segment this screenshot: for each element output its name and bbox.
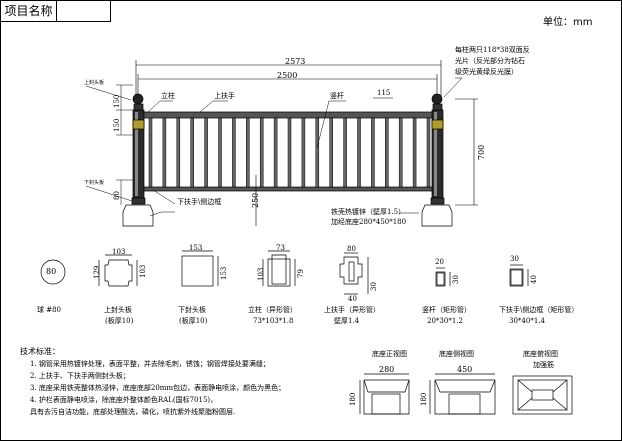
section-picket-sub: 20*30*1.2 xyxy=(427,317,463,325)
picket xyxy=(343,117,347,188)
section-botrail-label: 下扶手\侧边框（矩形管） xyxy=(499,306,579,314)
base-front-title: 底座正视图 xyxy=(372,350,407,358)
section-post-dim-w: 73 xyxy=(276,244,285,252)
section-ball-label: 球 #80 xyxy=(37,306,61,314)
tech-note-5: 具有去污自洁功能，底部处理酸洗，磷化，喷抗紫外线聚脂粉圆层. xyxy=(30,408,236,416)
section-picket-dim-h: 30 xyxy=(452,275,460,284)
label-post: 立柱 xyxy=(161,92,175,100)
base-views xyxy=(359,373,573,415)
picket xyxy=(218,117,222,188)
section-picket-dim-w: 20 xyxy=(435,258,444,266)
picket xyxy=(148,117,153,188)
project-name-label: 项目名称 xyxy=(1,1,57,21)
height-dimension xyxy=(455,98,478,206)
rails xyxy=(143,111,433,192)
section-toprail-dim-w: 80 xyxy=(347,245,356,253)
dim-picket-spacing: 115 xyxy=(377,89,391,97)
section-topcap-sub: (板厚10) xyxy=(105,317,134,325)
dim-left-150b: 150 xyxy=(113,118,121,132)
overall-dimension-lines xyxy=(135,60,442,100)
label-bottom-cap: 下封头板 xyxy=(84,180,105,186)
reflector-note-line1: 每柱两只118*38双面反 xyxy=(455,46,530,54)
picket xyxy=(232,117,236,188)
picket xyxy=(273,117,278,188)
dim-height: 700 xyxy=(477,144,486,160)
picket xyxy=(426,117,431,188)
section-botcap-label: 下封头板 xyxy=(178,306,206,314)
picket xyxy=(204,117,208,188)
label-picket: 竖杆 xyxy=(330,92,344,100)
label-top-rail: 上扶手 xyxy=(214,92,235,100)
picket xyxy=(412,117,417,188)
picket xyxy=(246,117,250,188)
section-botrail-dim-w: 30 xyxy=(510,255,519,263)
leader-lines xyxy=(147,77,463,217)
picket xyxy=(371,117,375,188)
section-post-sub: 73*103*1.8 xyxy=(253,317,294,325)
section-topcap-label: 上封头板 xyxy=(104,306,132,314)
left-post xyxy=(122,93,154,227)
base-front-height: 180 xyxy=(349,392,357,406)
base-top-title: 底座俯视图 xyxy=(523,350,558,358)
tech-note-3: 3. 底座采用铁壳整体热浸锌，底座底部20mm包边，表面静电喷涂，颜色为黑色； xyxy=(30,384,286,392)
base-side-title: 底座侧视图 xyxy=(439,350,474,358)
reflector-note-line3: 级荧光黄绿反光膜） xyxy=(455,68,518,76)
dim-post-spacing: 2500 xyxy=(277,71,298,80)
section-post-dim-h: 103 xyxy=(257,267,265,281)
dim-left-150a: 150 xyxy=(113,94,121,108)
section-ball-dim: 80 xyxy=(46,267,57,276)
section-toprail-label: 上扶手（异形管） xyxy=(324,306,380,314)
tech-note-1: 1. 钢管采用热镀锌处理，表面平整，并去除毛刺，锈蚀；钢管焊接处要满缝； xyxy=(30,360,270,368)
tech-note-2: 2. 上扶手、下扶手两侧封头板； xyxy=(30,372,130,380)
section-botrail-dim-h: 40 xyxy=(530,275,538,284)
tech-notes-heading: 技术标准： xyxy=(20,347,60,356)
label-bottom-rail: 下扶手\侧边框 xyxy=(177,198,222,206)
section-post-label: 立柱（异形管） xyxy=(248,306,297,314)
section-toprail-dim-h: 30 xyxy=(370,282,378,291)
section-topcap-dim-h2: 103 xyxy=(139,264,147,278)
left-dimensions xyxy=(85,84,133,205)
dim-left-80: 80 xyxy=(113,191,121,200)
base-top-note: 加强筋 xyxy=(533,361,554,369)
picket xyxy=(287,117,292,188)
label-top-cap: 上封头板 xyxy=(84,80,105,86)
picket xyxy=(301,117,306,188)
section-botrail-sub: 30*40*1.4 xyxy=(509,317,545,325)
label-base-size: 加经底座280*450*180 xyxy=(331,218,407,226)
picket xyxy=(385,117,389,188)
right-post xyxy=(421,93,453,227)
section-botcap-dim-h: 153 xyxy=(220,266,228,280)
picket xyxy=(259,117,264,188)
picket xyxy=(190,117,194,188)
section-botcap-dim-w: 153 xyxy=(189,244,203,252)
dim-overall: 2573 xyxy=(285,57,306,66)
tech-note-4: 4. 护栏表面静电喷涂，除底座外整体颜色RAL(国标7015)， xyxy=(30,396,218,404)
section-post-dim-h2: 79 xyxy=(297,269,305,278)
section-toprail-sub: 壁厚1.4 xyxy=(334,317,360,325)
picket xyxy=(357,117,361,188)
dim-base-height: 250 xyxy=(251,192,260,208)
reflector-note-line2: 光片（反光部分为钻石 xyxy=(455,57,525,65)
picket xyxy=(176,117,181,188)
picket xyxy=(315,117,320,188)
cross-section-shapes xyxy=(40,250,529,295)
label-base-material: 铁壳热镀锌（壁厚1.5） xyxy=(331,208,406,216)
pickets xyxy=(148,117,431,188)
section-toprail-dim-b: 40 xyxy=(348,295,357,303)
unit-label: 单位：mm xyxy=(543,17,593,28)
picket xyxy=(329,117,333,188)
section-topcap-dim-w: 103 xyxy=(112,248,126,256)
section-botcap-sub: (板厚10) xyxy=(179,317,208,325)
base-side-width: 450 xyxy=(457,365,473,374)
picket xyxy=(162,117,167,188)
base-front-width: 280 xyxy=(379,365,395,374)
section-picket-label: 竖杆（矩形管） xyxy=(422,306,471,314)
base-side-height: 180 xyxy=(420,392,428,406)
section-topcap-dim-h: 129 xyxy=(93,265,101,279)
picket xyxy=(398,117,403,188)
